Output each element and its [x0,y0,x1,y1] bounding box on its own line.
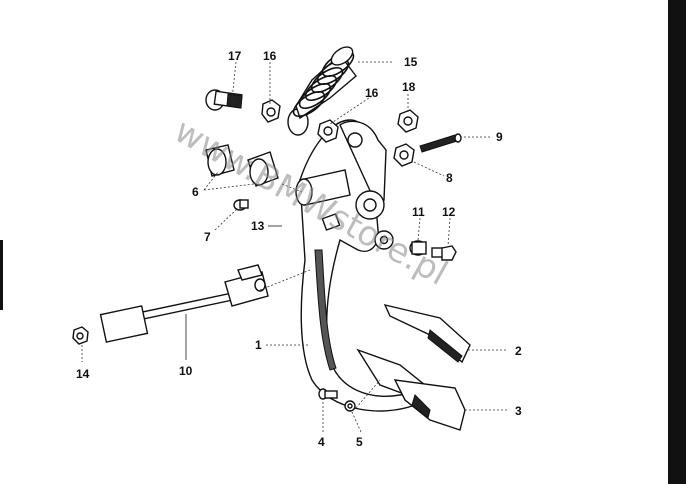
callout-14: 14 [76,367,90,381]
callout-18: 18 [402,80,416,94]
leader-lines [81,61,508,433]
right-edge-bar [668,0,686,484]
callout-12: 12 [442,205,456,219]
bushings [205,144,279,187]
callout-4: 4 [318,435,325,449]
bolt-12 [431,245,457,261]
callout-6: 6 [192,185,199,199]
pedal-arm [295,119,422,412]
callout-17: 17 [228,49,242,63]
callout-16-lower: 16 [365,86,379,100]
bolt-9 [419,133,462,153]
nut-16-upper [261,99,281,123]
pad-cover [383,303,471,364]
callout-16-upper: 16 [263,49,277,63]
callout-1: 1 [255,338,262,352]
callout-15: 15 [404,55,418,69]
callout-13: 13 [251,219,265,233]
callout-3: 3 [515,404,522,418]
nut-18 [397,109,419,133]
callout-8: 8 [446,171,453,185]
callout-11: 11 [412,205,425,219]
callout-2: 2 [515,344,522,358]
nut-14 [72,326,89,345]
pin-7 [233,199,249,211]
pushrod [99,264,269,343]
callout-10: 10 [179,364,193,378]
callout-9: 9 [496,130,503,144]
bolt-4 [318,388,338,400]
left-edge-bar [0,240,3,310]
nut-8 [393,143,415,167]
pedal-pad [356,348,466,431]
nut-16-lower [317,119,339,143]
washer-5 [344,400,356,412]
callout-7: 7 [204,230,211,244]
callout-5: 5 [356,435,363,449]
spacer-11 [409,240,427,256]
bolt-17 [205,89,243,111]
callout-labels: 17 16 15 16 18 9 8 6 7 13 11 12 1 2 3 10… [76,49,522,449]
spring-15 [287,46,357,136]
